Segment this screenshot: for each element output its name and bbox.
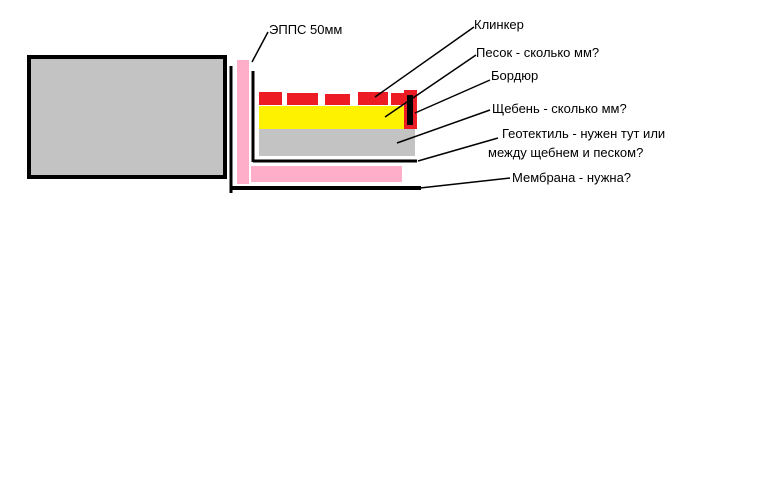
- leader-line-membrana: [419, 177, 511, 189]
- label-shcheben: Щебень - сколько мм?: [492, 101, 627, 116]
- leader-line-bordyur: [414, 79, 491, 114]
- epps-vertical-insulation: [237, 60, 249, 184]
- sand-layer: [259, 106, 405, 129]
- leader-line-klinker: [374, 26, 475, 98]
- leader-line-geotextile: [417, 137, 499, 162]
- clinker-brick: [325, 94, 350, 105]
- clinker-brick: [287, 93, 318, 105]
- clinker-brick: [358, 92, 388, 105]
- label-geotextile-line2: между щебнем и песком?: [488, 145, 643, 160]
- leader-line-shcheben: [396, 109, 491, 144]
- leader-line-epps: [251, 31, 269, 63]
- epps-horizontal-insulation: [251, 166, 402, 182]
- label-pesok: Песок - сколько мм?: [476, 45, 599, 60]
- foundation-block: [27, 55, 227, 179]
- clinker-brick: [259, 92, 282, 105]
- label-geotextile-line1: Геотектиль - нужен тут или: [502, 126, 665, 141]
- label-klinker: Клинкер: [474, 17, 524, 32]
- label-epps: ЭППС 50мм: [269, 22, 342, 37]
- leader-line-pesok: [384, 54, 477, 118]
- clinker-brick: [391, 93, 404, 105]
- border-curb-core: [407, 95, 413, 125]
- gravel-layer: [259, 129, 415, 156]
- label-membrana: Мембрана - нужна?: [512, 170, 631, 185]
- label-bordyur: Бордюр: [491, 68, 538, 83]
